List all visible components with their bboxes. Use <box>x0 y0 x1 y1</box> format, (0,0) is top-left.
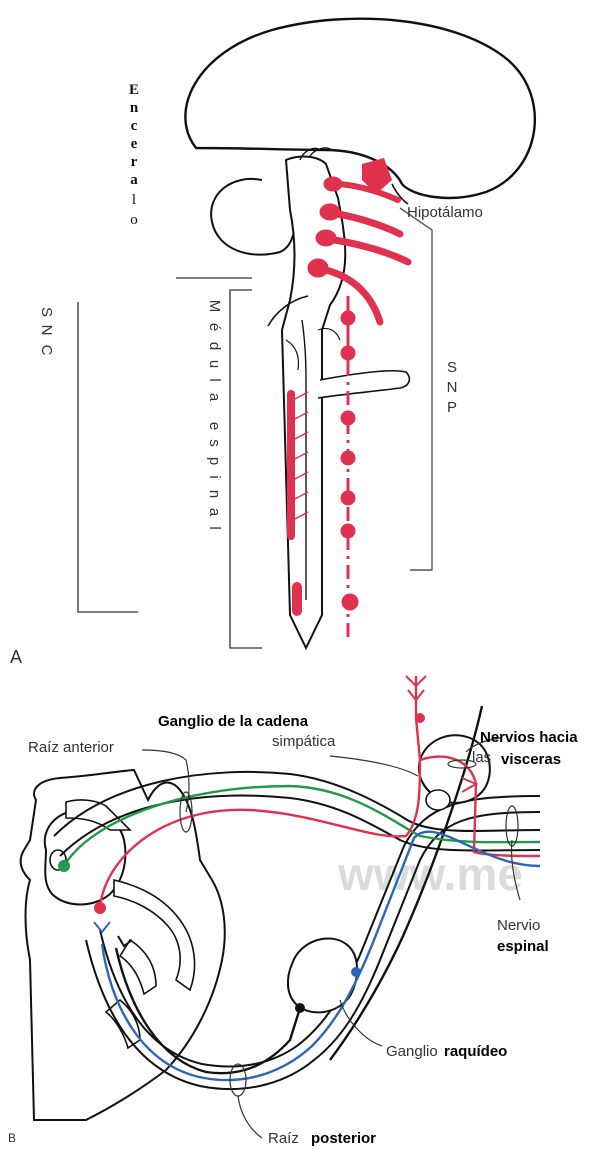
medula-letter: a <box>206 508 223 517</box>
medula-bracket <box>230 290 262 648</box>
snc-letter: S <box>38 307 55 317</box>
raiz-posterior-leader <box>238 1096 262 1138</box>
nervio-espinal-label-line2: espinal <box>497 938 549 955</box>
sacral-nucleus <box>292 582 302 616</box>
snc-bracket <box>78 302 138 612</box>
sympathetic-chain <box>341 296 358 640</box>
snp-label: S N P <box>447 359 458 416</box>
snp-letter: P <box>447 399 457 416</box>
encefalo-letter: e <box>131 136 138 152</box>
snp-letter: N <box>447 379 458 396</box>
nervios-visceras-label: Nervios hacia <box>480 729 578 746</box>
panel-b-letter: B <box>8 1131 16 1145</box>
medula-letter: p <box>206 457 223 465</box>
chain-ganglion <box>341 491 355 505</box>
ganglio-raquideo-label: Ganglio <box>386 1043 438 1060</box>
nervios-visceras-las: las <box>472 749 491 766</box>
medula-letter: l <box>206 378 223 381</box>
medula-letter: s <box>206 439 223 447</box>
ganglio-cadena-label: Ganglio de la cadena <box>158 713 309 730</box>
medula-letter: u <box>206 360 223 368</box>
nervio-espinal-label: Nervio <box>497 917 540 934</box>
snc-label: S N C <box>38 307 55 356</box>
ganglio-cadena-label-line2: simpática <box>272 733 336 750</box>
medula-letter: M <box>206 300 223 313</box>
chain-ganglion <box>341 311 355 325</box>
snc-letter: N <box>38 325 55 336</box>
cranial-fiber <box>340 184 398 200</box>
chain-ganglion <box>341 524 355 538</box>
ganglio-cadena-leader <box>330 756 418 776</box>
encefalo-letter: c <box>131 118 138 134</box>
sympathetic-postganglionic-neuron <box>415 713 425 723</box>
encefalo-letter: n <box>130 100 139 116</box>
sympathetic-neuron <box>94 902 106 914</box>
medula-letter: é <box>206 323 223 331</box>
nervios-visceras-label-line2: visceras <box>501 751 561 768</box>
chain-ganglion <box>341 411 355 425</box>
lateral-horn <box>287 390 295 540</box>
raiz-anterior-label: Raíz anterior <box>28 739 114 756</box>
raiz-posterior-label-b: posterior <box>311 1130 376 1147</box>
medula-letter: d <box>206 342 223 350</box>
sensory-neuron <box>351 967 361 977</box>
panel-b: www.me <box>8 676 578 1147</box>
encefalo-letter: a <box>130 172 138 188</box>
snp-letter: S <box>447 359 457 376</box>
medula-letter: a <box>206 393 223 402</box>
medula-label: M é d u l a e s p i n a l <box>206 300 223 530</box>
chain-ganglion <box>341 451 355 465</box>
snc-letter: C <box>38 345 55 356</box>
ganglio-raquideo-label-b: raquídeo <box>444 1043 507 1060</box>
encefalo-label: E n c e r a l o <box>129 82 139 228</box>
cranial-fiber <box>338 214 400 234</box>
panel-a: E n c e r a l o Hipotálamo S N C M é d u… <box>10 19 535 667</box>
chain-ganglion <box>341 346 355 360</box>
medula-letter: e <box>206 422 223 430</box>
raiz-posterior-label: Raíz <box>268 1130 299 1147</box>
somatic-neuron <box>58 860 70 872</box>
medula-letter: n <box>206 490 223 498</box>
encefalo-letter: r <box>131 154 138 170</box>
medula-letter: i <box>206 475 223 478</box>
black-neuron <box>295 1003 305 1013</box>
nerve-trunk <box>318 371 409 398</box>
encefalo-letter: o <box>130 212 138 228</box>
hipotalamo-label: Hipotálamo <box>407 204 483 221</box>
cerebrum <box>185 19 534 198</box>
encefalo-letter: E <box>129 82 139 98</box>
medula-letter: l <box>206 526 223 529</box>
chain-ganglion <box>342 594 358 610</box>
encefalo-letter: l <box>132 192 136 208</box>
white-ramus-hole <box>426 790 450 810</box>
panel-a-letter: A <box>10 647 22 667</box>
cerebellum <box>211 179 295 255</box>
